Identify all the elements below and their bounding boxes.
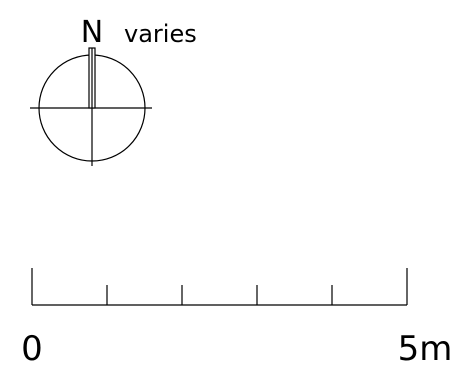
north-variation-note: varies <box>124 20 197 48</box>
scale-bar-start-label: 0 <box>21 329 43 366</box>
scale-bar <box>31 268 408 306</box>
north-arrow-icon <box>30 47 152 166</box>
scale-bar-end-label: 5m <box>398 329 453 366</box>
north-label: N <box>81 15 103 50</box>
